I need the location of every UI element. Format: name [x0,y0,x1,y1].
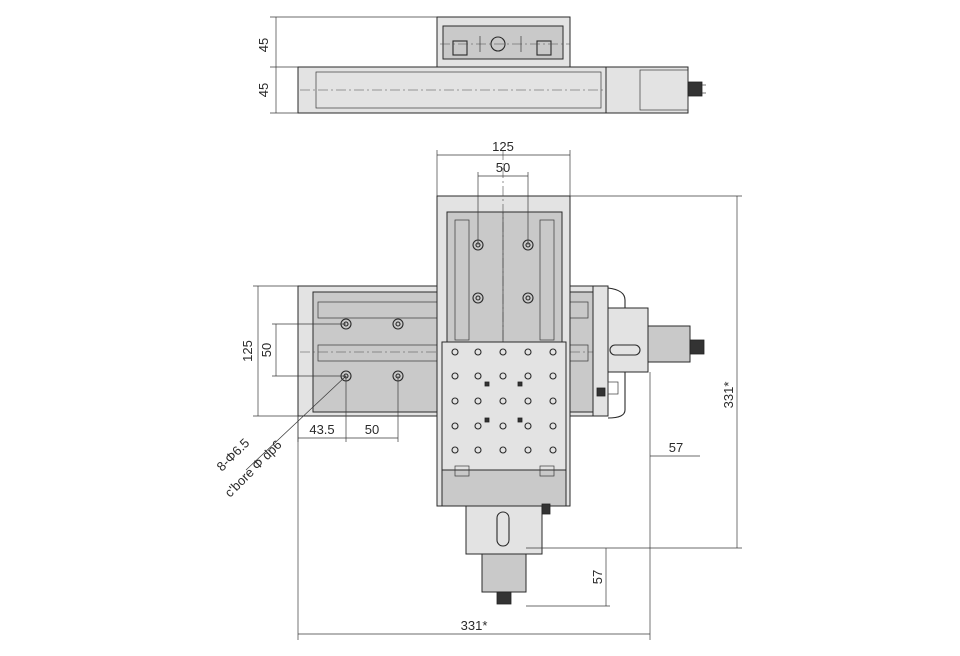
dim-base-height: 45 [256,83,271,97]
table-hole-grid [451,348,557,454]
dim-upper-width: 125 [492,139,514,154]
dim-right-offset: 57 [669,440,683,455]
dim-hole-spacing: 50 [365,422,379,437]
plan-view [245,150,742,640]
dim-offset: 43.5 [309,422,334,437]
dim-lower-hole-pitch: 50 [259,343,274,357]
dim-top-plate-height: 45 [256,38,271,52]
side-view [270,16,706,114]
dim-overall-height: 331* [721,382,736,409]
dim-bottom-offset: 57 [590,570,605,584]
dim-lower-width: 125 [240,340,255,362]
dim-upper-hole-pitch: 50 [496,160,510,175]
dim-overall-width: 331* [461,618,488,633]
